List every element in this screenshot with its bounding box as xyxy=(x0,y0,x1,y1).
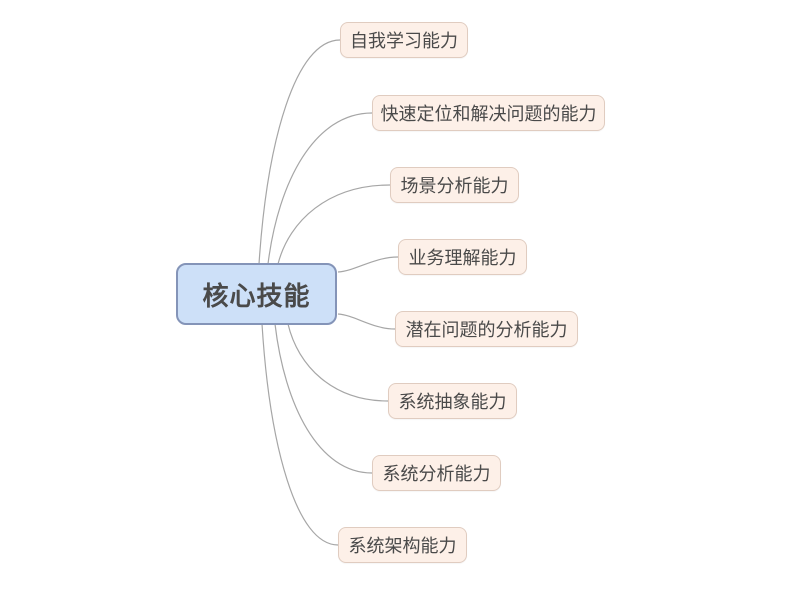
connector-line xyxy=(287,323,389,402)
mindmap-node-child[interactable]: 场景分析能力 xyxy=(390,167,519,203)
mindmap-node-child[interactable]: 潜在问题的分析能力 xyxy=(395,311,578,347)
connector-line xyxy=(337,313,396,330)
mindmap-node-child[interactable]: 自我学习能力 xyxy=(340,22,468,58)
connector-line xyxy=(267,112,373,265)
mindmap-node-child[interactable]: 系统架构能力 xyxy=(338,527,467,563)
connector-line xyxy=(258,39,341,265)
connector-line xyxy=(274,323,373,474)
connector-line xyxy=(337,256,399,273)
mindmap-node-child[interactable]: 系统抽象能力 xyxy=(388,383,517,419)
connector-line xyxy=(277,184,391,265)
mindmap-root-node[interactable]: 核心技能 xyxy=(176,263,337,325)
connector-line xyxy=(261,323,339,546)
mindmap-node-child[interactable]: 业务理解能力 xyxy=(398,239,527,275)
mindmap-node-child[interactable]: 系统分析能力 xyxy=(372,455,501,491)
mindmap-node-child[interactable]: 快速定位和解决问题的能力 xyxy=(372,95,605,131)
